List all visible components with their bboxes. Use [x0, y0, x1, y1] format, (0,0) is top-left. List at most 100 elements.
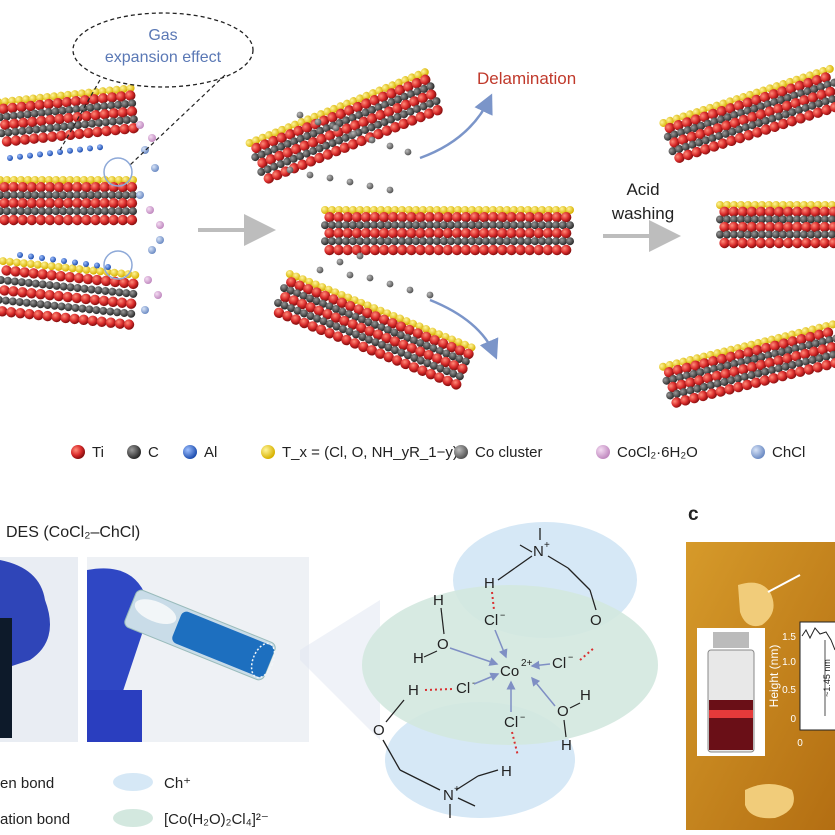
svg-text:O: O: [590, 612, 602, 629]
legend-item: T_x = (Cl, O, NH_yR_1−y): [261, 444, 458, 461]
bond-label-hydrogen: en bond: [0, 775, 54, 792]
legend-label: Al: [204, 444, 217, 461]
profile-trace: [801, 627, 835, 651]
profile-line: [767, 574, 801, 593]
co-cluster-dot: [386, 280, 394, 288]
al-dot: [17, 153, 23, 160]
svg-text:N: N: [533, 543, 544, 560]
legend-item: CoCl₂·6H₂O: [596, 444, 698, 461]
middle-stack: [245, 68, 574, 390]
mxene-slab: [273, 269, 476, 390]
x-tick-label: 0: [797, 738, 803, 749]
cocl2-hydrate-icon: [596, 445, 610, 459]
des-title: DES (CoCl₂–ChCl): [6, 524, 140, 541]
chcl-dot: [148, 246, 156, 254]
mxene-slab: [245, 68, 443, 184]
al-atom-icon: [183, 445, 197, 459]
mxene-slab: [659, 320, 835, 408]
panel-c-letter: c: [688, 504, 699, 525]
flake: [738, 582, 774, 627]
co-complex-key-label: [Co(H₂O)₂Cl₄]²⁻: [164, 811, 269, 828]
svg-text:Cl: Cl: [456, 680, 470, 697]
co-cluster-dot: [346, 271, 354, 279]
cocl2-dot: [148, 134, 156, 142]
chcl-dot: [136, 191, 144, 199]
svg-text:O: O: [437, 636, 449, 653]
al-dot: [87, 145, 93, 152]
thickness-annotation: ~1.45 nm: [822, 659, 832, 697]
tick-label: 0: [790, 714, 796, 725]
panel-b: DES (CoCl₂–ChCl) N: [0, 522, 658, 828]
al-dot: [47, 150, 53, 157]
svg-text:N: N: [443, 787, 454, 804]
gas-label-line2: expansion effect: [105, 49, 222, 66]
al-dot: [72, 259, 78, 266]
chcl-dot: [141, 306, 149, 314]
ch-key-label: Ch⁺: [164, 775, 191, 792]
co-cluster-dot: [336, 258, 344, 266]
chcl-icon: [751, 445, 765, 459]
legend-label: C: [148, 444, 159, 461]
co-cluster-dot: [366, 274, 374, 282]
co-cluster-dot: [386, 186, 394, 194]
co-cluster-dot: [366, 182, 374, 190]
top-schematic: Gas expansion effect Delamination Acid w…: [0, 12, 835, 408]
al-dot: [17, 252, 23, 258]
right-stack: [659, 64, 835, 408]
molecular-scheme: N + H O Co 2+ Cl− Cl− Cl− Cl− H O H O: [362, 522, 658, 818]
mxene-slab: [0, 84, 139, 147]
al-dot: [105, 264, 111, 270]
mxene-slab: [0, 257, 140, 330]
legend-item: ChCl: [751, 444, 805, 461]
delamination-label: Delamination: [477, 69, 576, 88]
al-dot: [83, 261, 89, 267]
bubble-icon: [103, 250, 133, 280]
cocl2-dot: [136, 121, 144, 129]
legend: Ti C Al T_x = (Cl, O, NH_yR_1−y)Co cluster C…: [71, 444, 805, 461]
co-cluster-dot: [314, 118, 322, 126]
svg-text:2+: 2+: [521, 658, 533, 669]
mxene-slab: [659, 64, 835, 163]
legend-label: T_x = (Cl, O, NH_yR_1−y): [282, 444, 458, 461]
al-dot: [67, 147, 73, 154]
height-profile-plot: [799, 621, 835, 731]
height-ylabel: Height (nm): [767, 645, 781, 708]
co-cluster-dot: [426, 291, 434, 299]
svg-text:H: H: [501, 763, 512, 780]
legend-item: Co cluster: [454, 444, 543, 461]
legend-item: Al: [183, 444, 217, 461]
co-cluster-dots: [286, 111, 434, 299]
flake: [745, 784, 794, 819]
zoom-spotlight: [300, 600, 380, 740]
co-cluster-dot: [286, 166, 294, 174]
bond-label-coordination: ation bond: [0, 811, 70, 828]
svg-text:−: −: [568, 652, 573, 662]
bubble-icon: [103, 157, 133, 187]
svg-text:O: O: [557, 703, 569, 720]
tick-label: 1.0: [782, 657, 796, 668]
svg-text:H: H: [561, 737, 572, 754]
callout-leader: [129, 74, 226, 166]
co-cluster-dot: [326, 174, 334, 182]
al-dot: [61, 258, 67, 264]
co-cluster-dot: [386, 142, 394, 150]
svg-text:−: −: [520, 712, 525, 722]
al-dot: [77, 146, 83, 153]
svg-text:Co: Co: [500, 663, 519, 680]
svg-text:H: H: [433, 592, 444, 609]
co-cluster-dot: [404, 148, 412, 156]
al-dot: [50, 256, 56, 263]
svg-text:H: H: [408, 682, 419, 699]
co-cluster-dot: [306, 171, 314, 179]
legend-label: Ti: [92, 444, 104, 461]
co-cluster-dot: [350, 130, 358, 138]
svg-text:+: +: [544, 540, 550, 551]
co-complex-key-swatch: [113, 809, 153, 827]
acid-label-line2: washing: [611, 204, 674, 223]
gas-label-line1: Gas: [148, 27, 177, 44]
chcl-dot: [151, 164, 159, 172]
mxene-slab: [716, 201, 835, 249]
ti-atom-icon: [71, 445, 85, 459]
legend-label: CoCl₂·6H₂O: [617, 444, 698, 461]
svg-text:−: −: [500, 610, 505, 620]
